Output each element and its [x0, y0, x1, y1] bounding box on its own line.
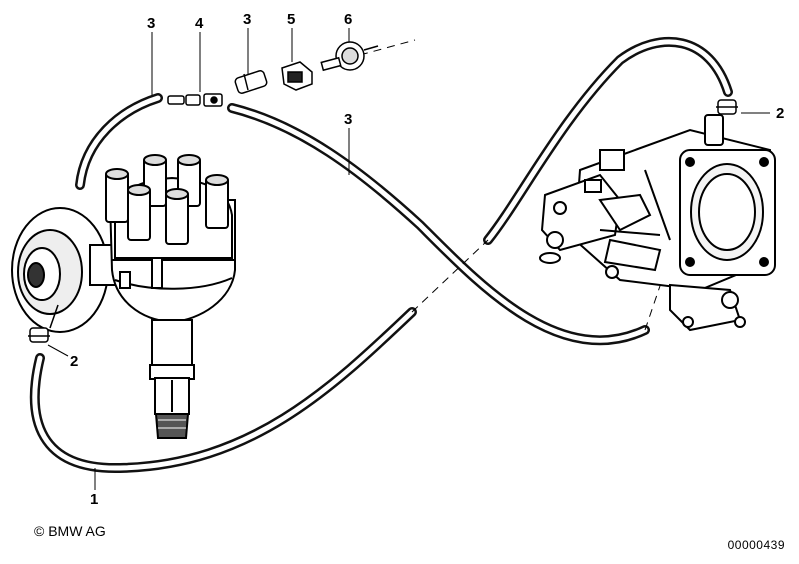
callout-3-a: 3	[147, 15, 155, 32]
routing-dashed-lines	[359, 39, 663, 331]
callout-1: 1	[90, 491, 98, 508]
hose-sleeve-part-3	[234, 70, 268, 94]
callout-5: 5	[287, 11, 295, 28]
clip-part-5	[281, 61, 313, 91]
ignition-distributor	[11, 154, 236, 439]
callout-4: 4	[195, 15, 204, 32]
leader-lines	[47, 28, 770, 490]
copyright-label: © BMW AG	[34, 523, 106, 539]
callout-3-c: 3	[344, 111, 352, 128]
throttle-body	[539, 114, 776, 332]
callout-2-left: 2	[70, 353, 78, 370]
hose-clamp-part-2-left	[28, 304, 59, 343]
hose-connector-part-4	[167, 93, 223, 107]
hose-clamp-part-2-right	[716, 99, 738, 115]
vacuum-hose-part-1	[29, 307, 417, 474]
callout-6: 6	[344, 11, 352, 28]
vacuum-hose-upper-right	[483, 36, 733, 245]
vacuum-hose-long	[227, 103, 650, 346]
valve-part-6	[320, 41, 379, 72]
callout-2-right: 2	[776, 105, 784, 122]
diagram-number: 00000439	[727, 538, 785, 552]
callout-3-b: 3	[243, 11, 251, 28]
vacuum-hose-left-short	[75, 93, 163, 190]
